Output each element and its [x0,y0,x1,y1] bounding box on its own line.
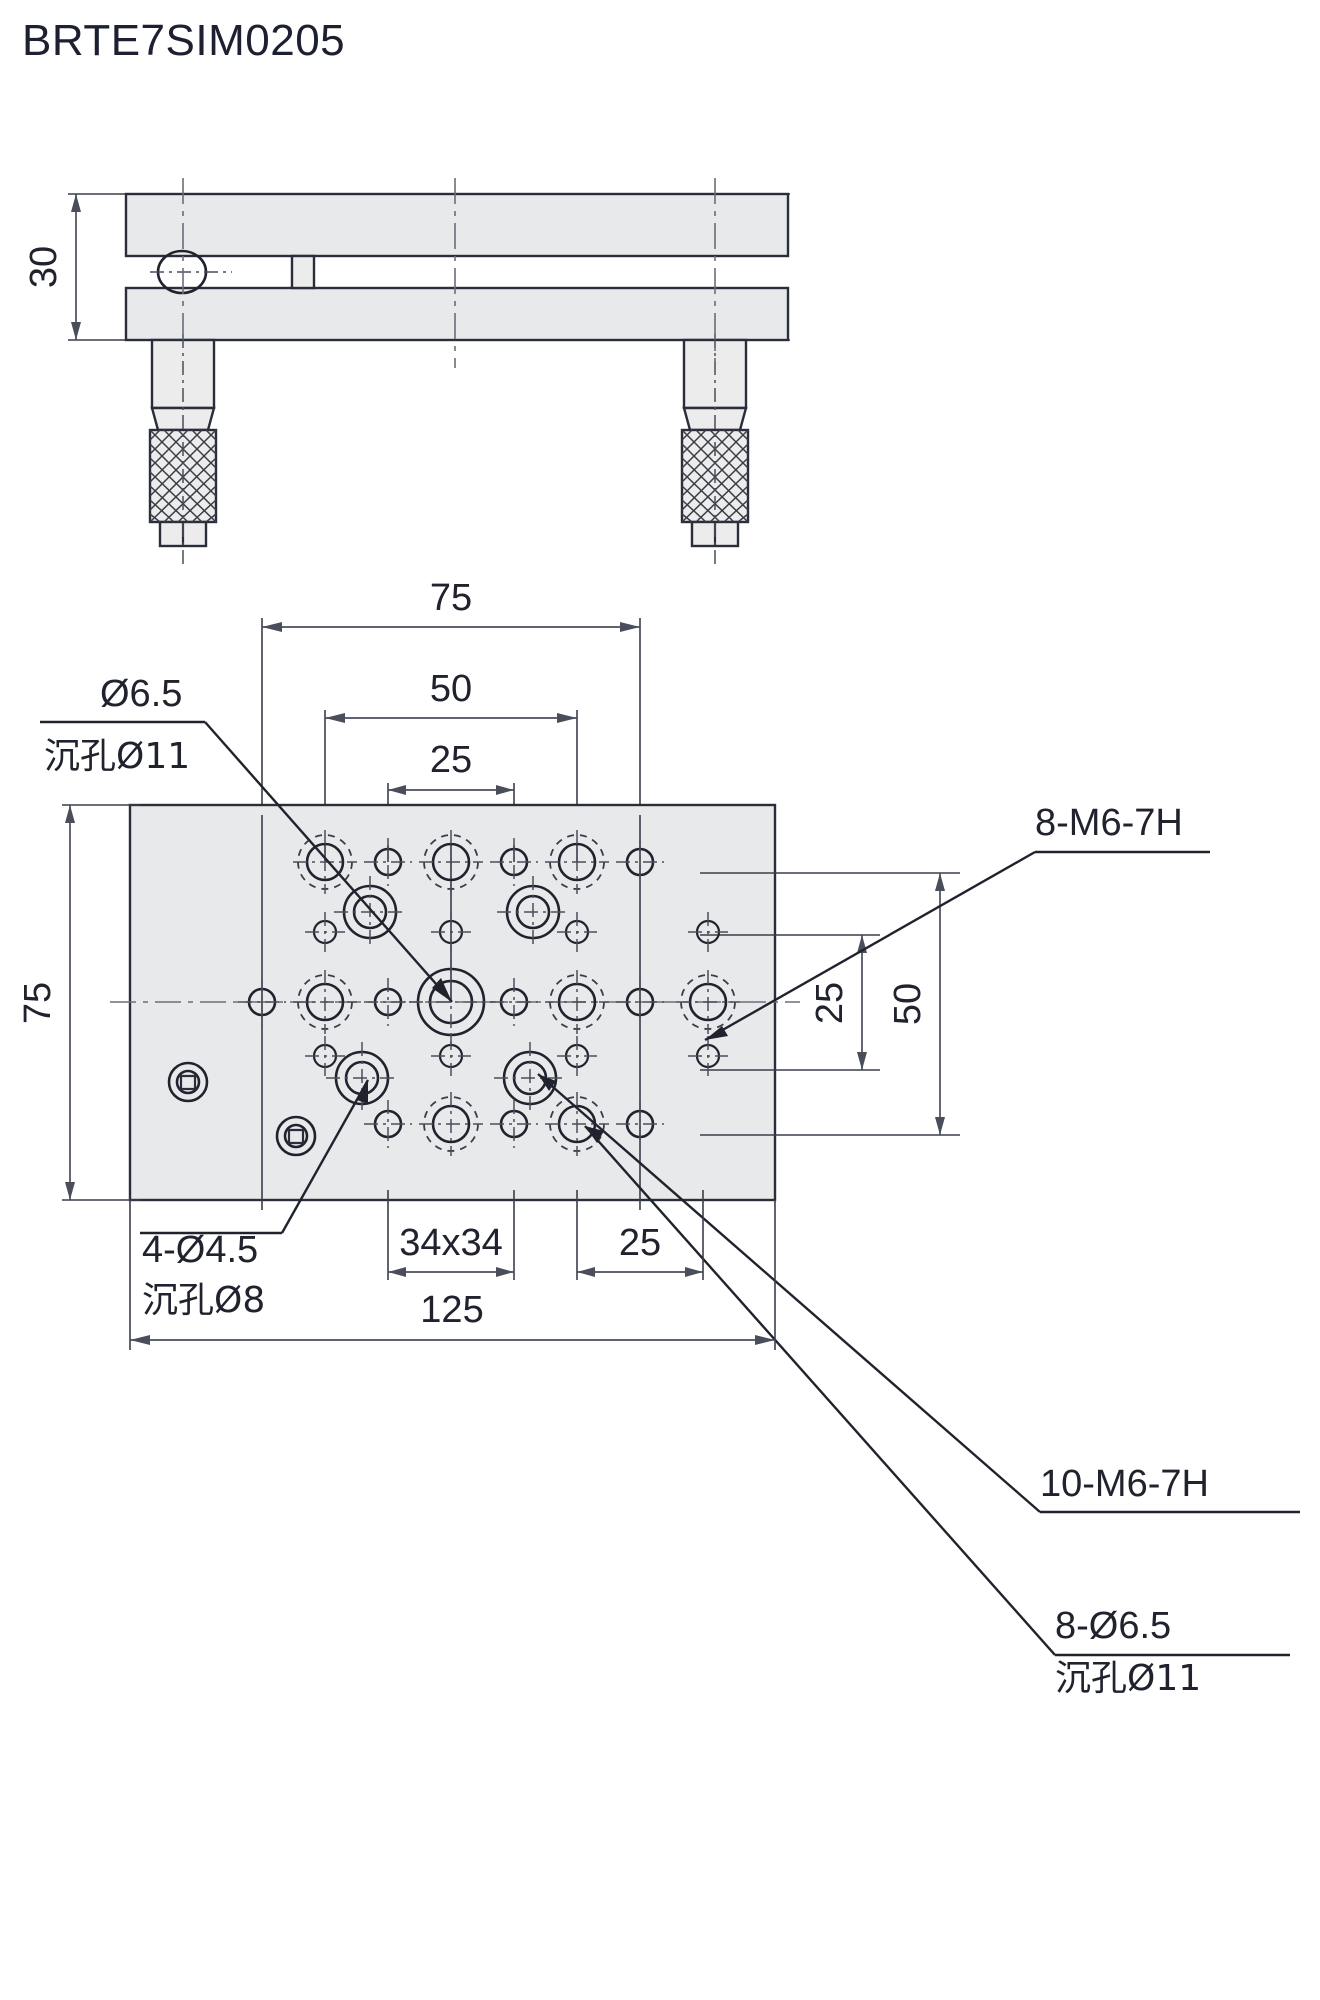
micrometer-knob-right [680,334,750,566]
callout-upper-left: Ø6.5 沉孔Ø11 [40,673,453,1003]
center-web [290,254,316,290]
dim-right-50-label: 50 [887,983,929,1025]
dim-bottom-3434: 34x34 [387,1190,515,1280]
dim-left-75: 75 [17,804,140,1201]
top-plan-view: 75 50 25 [17,577,1300,1699]
micrometer-knob-left [148,334,218,566]
dim-right-50: 50 [700,872,960,1136]
dim-side-height-label: 30 [23,246,65,288]
callout-upper-right: 8-M6-7H [704,802,1210,1042]
dim-bottom-125: 125 [129,1200,776,1350]
dim-bottom-3434-label: 34x34 [399,1222,503,1264]
dim-top-25-label: 25 [430,739,472,781]
callout-lower-left-line1: 4-Ø4.5 [142,1229,258,1271]
hole-pattern [167,830,740,1157]
upper-plate [124,192,790,258]
dim-side-height: 30 [23,194,81,340]
callout-upper-left-line1: Ø6.5 [100,673,182,715]
callout-lower-right: 8-Ø6.5 沉孔Ø11 [584,1125,1290,1699]
hole-group-row2 [305,876,728,952]
hole-group-row4 [305,1036,728,1114]
dim-top-75: 75 [261,577,641,815]
callout-upper-left-line2: 沉孔Ø11 [44,736,190,777]
hole-group-row3 [238,960,740,1044]
dim-bottom-125-label: 125 [420,1289,483,1331]
callout-lower-right-line1: 8-Ø6.5 [1055,1605,1171,1647]
callout-lower-left: 4-Ø4.5 沉孔Ø8 [140,1079,370,1321]
callout-mid-right-line1: 10-M6-7H [1040,1463,1209,1505]
dim-top-50: 50 [324,668,578,845]
dim-top-75-label: 75 [430,577,472,619]
screw-head-2 [275,1115,317,1157]
dim-right-25-label: 25 [809,982,851,1024]
callout-upper-right-line1: 8-M6-7H [1035,802,1183,844]
dim-left-75-label: 75 [17,982,59,1024]
dim-right-25: 25 [700,934,880,1071]
page-title: BRTE7SIM0205 [22,16,346,65]
screw-head-1 [167,1061,209,1103]
callout-lower-left-line2: 沉孔Ø8 [142,1280,265,1321]
dim-bottom-25: 25 [576,1190,704,1280]
callout-lower-right-line2: 沉孔Ø11 [1055,1658,1201,1699]
hole-group-row1 [293,830,664,894]
side-elevation-view: 30 [23,178,790,566]
dim-top-50-label: 50 [430,668,472,710]
callout-mid-right: 10-M6-7H [537,1073,1300,1514]
screw-head-group [167,1061,317,1157]
dim-bottom-25-label: 25 [619,1222,661,1264]
lower-plate [124,286,790,342]
